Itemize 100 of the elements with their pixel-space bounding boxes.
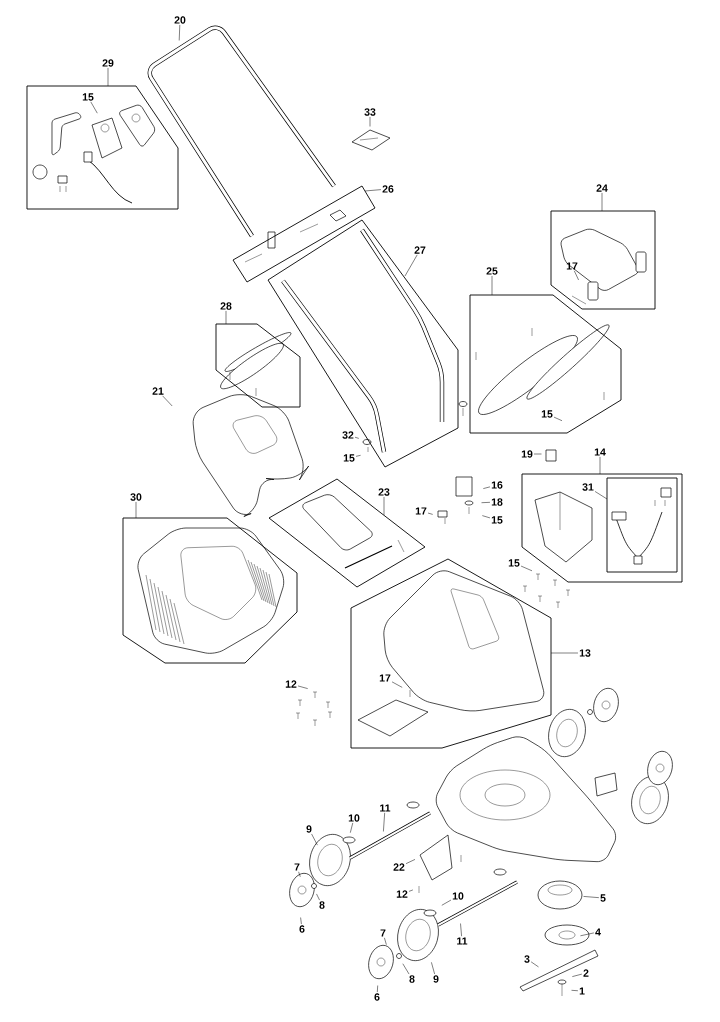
callout-number: 2	[583, 969, 589, 977]
leader-line	[571, 990, 579, 991]
leader-line	[297, 685, 308, 689]
callout-number: 3	[524, 955, 530, 963]
leader-line	[601, 192, 603, 212]
callout-number: 20	[174, 16, 186, 24]
leader-line	[599, 456, 601, 475]
parts-panel	[268, 478, 426, 588]
callout-number: 30	[130, 493, 142, 501]
leader-line	[431, 962, 435, 975]
leader-line	[402, 963, 410, 975]
leader-line	[377, 985, 378, 993]
callout-number: 7	[380, 929, 386, 937]
callout-number: 10	[348, 814, 360, 822]
callout-number: 29	[102, 59, 114, 67]
callout-number: 26	[382, 185, 394, 193]
leader-line	[574, 270, 579, 281]
callout-number: 15	[82, 93, 94, 101]
callout-number: 17	[566, 262, 578, 270]
callout-number: 33	[364, 108, 376, 116]
callout-number: 17	[415, 507, 427, 515]
leader-line	[427, 512, 433, 515]
callout-number: 12	[285, 680, 297, 688]
parts-panel	[469, 294, 622, 434]
callout-number: 15	[343, 454, 355, 462]
leader-line	[162, 395, 173, 407]
callout-number: 23	[378, 488, 390, 496]
leader-line	[107, 67, 109, 87]
callout-number: 15	[541, 410, 553, 418]
leader-line	[491, 275, 493, 296]
callout-number: 15	[491, 516, 503, 524]
callout-number: 32	[342, 431, 354, 439]
parts-panel	[232, 185, 376, 283]
parts-panel	[550, 210, 656, 310]
leader-line	[404, 254, 418, 277]
callout-number: 1	[579, 987, 585, 995]
callout-number: 8	[409, 975, 415, 983]
parts-panel	[267, 219, 459, 468]
callout-number: 9	[433, 975, 439, 983]
leader-line	[350, 822, 353, 833]
leader-line	[364, 189, 382, 192]
leader-line	[483, 486, 491, 489]
leader-line	[311, 833, 318, 846]
callout-number: 5	[600, 894, 606, 902]
parts-panel	[122, 517, 298, 664]
callout-number: 16	[491, 481, 503, 489]
callout-number: 25	[486, 267, 498, 275]
callout-number: 12	[396, 890, 408, 898]
parts-panel	[521, 473, 683, 583]
leader-line	[225, 310, 227, 325]
leader-line	[520, 565, 533, 572]
callout-number: 18	[491, 498, 503, 506]
callout-number: 28	[220, 302, 232, 310]
callout-number: 13	[579, 649, 591, 657]
leader-line	[178, 24, 181, 41]
callout-number: 6	[299, 925, 305, 933]
leader-line	[384, 937, 387, 945]
callout-number: 21	[152, 387, 164, 395]
parts-panel	[350, 558, 552, 749]
callout-number: 24	[596, 184, 608, 192]
parts-panel	[606, 477, 678, 573]
callout-number: 17	[379, 674, 391, 682]
parts-panel	[215, 323, 301, 408]
leader-line	[300, 917, 302, 925]
leader-line	[369, 116, 371, 127]
leader-line	[530, 961, 539, 968]
leader-line	[405, 859, 416, 864]
callout-number: 27	[414, 246, 426, 254]
callout-number: 22	[393, 863, 405, 871]
leader-line	[408, 889, 414, 892]
leader-line	[550, 652, 579, 654]
leader-line	[481, 502, 491, 503]
callout-number: 9	[306, 825, 312, 833]
leader-line	[354, 436, 360, 439]
leader-line	[383, 496, 385, 516]
leader-line	[482, 515, 491, 519]
callout-number: 15	[508, 559, 520, 567]
leader-line	[90, 101, 98, 114]
callout-number: 7	[294, 863, 300, 871]
leader-line	[298, 871, 301, 878]
leader-line	[316, 893, 320, 901]
callout-number: 10	[452, 892, 464, 900]
leader-line	[391, 681, 403, 688]
leader-line	[580, 932, 595, 937]
leader-line	[383, 812, 385, 832]
callout-number: 11	[380, 804, 391, 812]
leader-line	[553, 416, 563, 421]
parts-panel	[26, 85, 179, 210]
leader-line	[135, 501, 137, 519]
leader-line	[460, 923, 462, 937]
callout-number: 6	[374, 993, 380, 1001]
callout-number: 11	[457, 937, 468, 945]
leader-line	[441, 899, 452, 906]
callout-number: 14	[594, 448, 606, 456]
leader-line	[533, 453, 542, 455]
callout-number: 4	[595, 928, 601, 936]
leader-line	[355, 455, 361, 457]
callout-number: 31	[582, 483, 594, 491]
leader-line	[594, 491, 608, 500]
callout-number: 8	[319, 901, 325, 909]
